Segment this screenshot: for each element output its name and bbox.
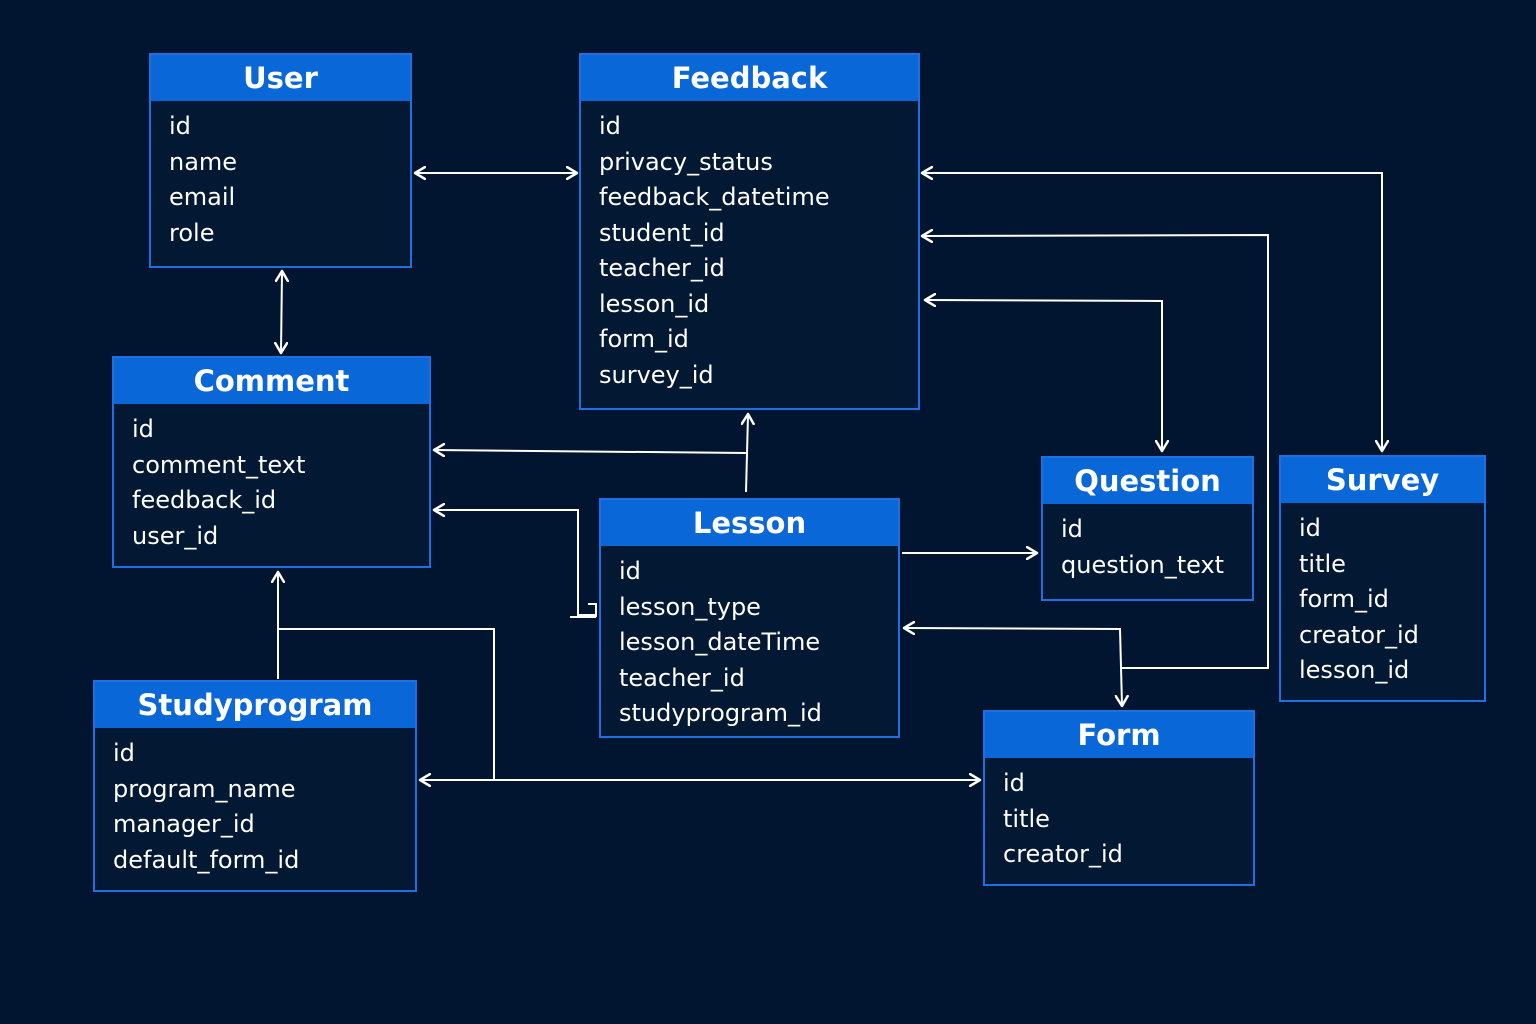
field: creator_id xyxy=(1299,620,1419,649)
field: student_id xyxy=(599,218,725,247)
connector-lesson-feedback xyxy=(746,415,748,493)
connector-lesson-comment-lower xyxy=(435,510,596,616)
field-list: id program_name manager_id default_form_… xyxy=(95,728,415,878)
field: comment_text xyxy=(132,450,306,479)
field: form_id xyxy=(1299,585,1389,613)
field: id xyxy=(619,557,641,585)
connector-form-feedback xyxy=(923,235,1269,669)
entity-form: Form id title creator_id xyxy=(983,710,1255,886)
field-list: id title creator_id xyxy=(985,758,1253,873)
entity-title: Feedback xyxy=(581,55,918,101)
field: id xyxy=(169,112,191,140)
field: lesson_dateTime xyxy=(619,628,821,656)
entity-title: Lesson xyxy=(601,500,898,546)
field: email xyxy=(169,183,236,211)
connector-question-feedback xyxy=(926,300,1162,450)
field: teacher_id xyxy=(599,254,725,282)
field: program_name xyxy=(113,774,296,803)
field-list: id comment_text feedback_id user_id xyxy=(114,404,429,554)
field: question_text xyxy=(1061,550,1225,579)
field: lesson_id xyxy=(599,289,710,318)
entity-user: User id name email role xyxy=(149,53,412,268)
field: id xyxy=(1003,769,1025,797)
connector-user-comment xyxy=(281,272,282,352)
field: feedback_id xyxy=(132,486,277,514)
field: role xyxy=(169,218,215,247)
field-list: id privacy_status feedback_datetime stud… xyxy=(581,101,918,393)
field: studyprogram_id xyxy=(619,699,822,727)
field: form_id xyxy=(599,325,689,353)
entity-title: Question xyxy=(1043,458,1252,504)
field: name xyxy=(169,147,238,176)
entity-title: Comment xyxy=(114,358,429,404)
entity-title: Form xyxy=(985,712,1253,758)
field: feedback_datetime xyxy=(599,183,830,211)
field-list: id question_text xyxy=(1043,504,1252,583)
field: default_form_id xyxy=(113,845,300,874)
field: id xyxy=(1061,515,1083,543)
field: id xyxy=(1299,514,1321,542)
field: id xyxy=(599,112,621,140)
entity-lesson: Lesson id lesson_type lesson_dateTime te… xyxy=(599,498,900,738)
field: id xyxy=(113,739,135,767)
field: user_id xyxy=(132,521,219,550)
entity-title: Studyprogram xyxy=(95,682,415,728)
field-list: id lesson_type lesson_dateTime teacher_i… xyxy=(601,546,898,732)
field: lesson_id xyxy=(1299,656,1410,684)
field-list: id name email role xyxy=(151,101,410,251)
field: survey_id xyxy=(599,360,714,389)
entity-studyprogram: Studyprogram id program_name manager_id … xyxy=(93,680,417,892)
entity-comment: Comment id comment_text feedback_id user… xyxy=(112,356,431,568)
field: title xyxy=(1299,549,1346,578)
connector-lesson-comment-upper xyxy=(435,450,747,453)
entity-question: Question id question_text xyxy=(1041,456,1254,601)
entity-title: Survey xyxy=(1281,457,1484,503)
connector-form-lesson xyxy=(905,628,1122,705)
field: creator_id xyxy=(1003,840,1123,868)
connector-studyprogram-branch xyxy=(278,628,495,780)
entity-feedback: Feedback id privacy_status feedback_date… xyxy=(579,53,920,410)
entity-survey: Survey id title form_id creator_id lesso… xyxy=(1279,455,1486,702)
field: manager_id xyxy=(113,810,255,838)
field: title xyxy=(1003,804,1050,833)
field: id xyxy=(132,415,154,443)
field: teacher_id xyxy=(619,663,745,692)
entity-title: User xyxy=(151,55,410,101)
connector-survey-feedback xyxy=(923,173,1382,450)
connector-lesson-stub xyxy=(570,603,597,618)
field-list: id title form_id creator_id lesson_id xyxy=(1281,503,1484,689)
field: privacy_status xyxy=(599,147,773,176)
field: lesson_type xyxy=(619,592,761,621)
